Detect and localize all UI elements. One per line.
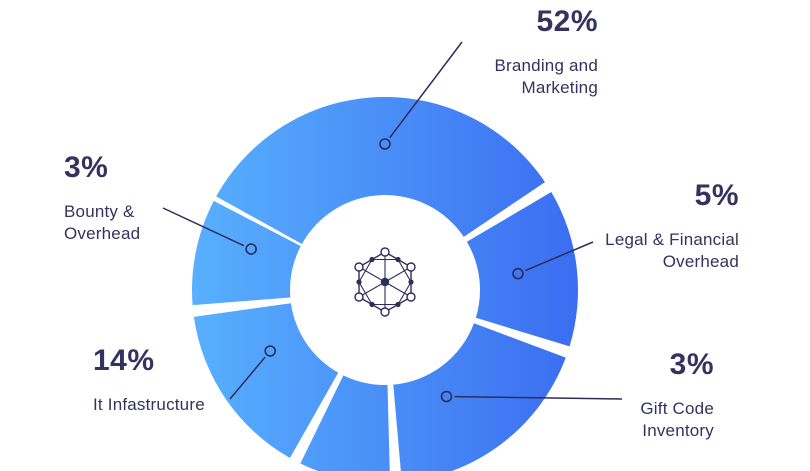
leader-line — [389, 41, 463, 139]
donut-segment-5 — [300, 375, 390, 471]
leader-line — [525, 241, 594, 272]
donut-segment-4 — [192, 200, 301, 306]
label-line: Inventory — [642, 421, 714, 440]
it-percent: 14% — [93, 344, 155, 377]
label-line: Branding and — [494, 56, 598, 75]
donut-segment-0 — [216, 96, 546, 244]
callout-branding: 52% Branding and Marketing — [494, 4, 598, 99]
callout-bounty: 3% Bounty & Overhead — [64, 150, 140, 245]
icon-spokes — [358, 252, 412, 312]
legal-percent: 5% — [694, 179, 739, 212]
branding-percent: 52% — [536, 5, 598, 38]
leader-line — [162, 207, 245, 247]
legal-label: Legal & Financial Overhead — [605, 229, 739, 273]
marker-dot — [440, 390, 453, 403]
gift-label: Gift Code Inventory — [640, 398, 714, 442]
label-line: Bounty & — [64, 202, 135, 221]
it-label: It Infastructure — [93, 394, 205, 416]
label-line: Gift Code — [640, 399, 714, 418]
leader-line — [454, 395, 623, 400]
marker-dot — [264, 345, 277, 357]
leader-line — [229, 356, 266, 400]
label-line: Legal & Financial — [605, 230, 739, 249]
marker-dot — [512, 267, 524, 280]
callout-it: 14% It Infastructure — [93, 343, 205, 416]
network-icon — [354, 247, 416, 317]
callout-legal: 5% Legal & Financial Overhead — [605, 178, 739, 273]
icon-vertex-nodes — [354, 247, 416, 317]
label-line: It Infastructure — [93, 395, 205, 414]
gift-percent: 3% — [669, 348, 714, 381]
marker-dot — [245, 243, 257, 255]
label-line: Marketing — [521, 78, 598, 97]
icon-center-node — [380, 277, 390, 287]
branding-label: Branding and Marketing — [494, 55, 598, 99]
callout-gift: 3% Gift Code Inventory — [640, 347, 714, 442]
donut-segment-1 — [466, 192, 579, 347]
label-line: Overhead — [64, 224, 141, 243]
label-line: Overhead — [662, 252, 739, 271]
donut-segment-3 — [193, 303, 339, 458]
icon-mid-nodes — [356, 256, 414, 308]
marker-dot — [379, 138, 391, 150]
bounty-label: Bounty & Overhead — [64, 201, 140, 245]
bounty-percent: 3% — [64, 151, 109, 184]
